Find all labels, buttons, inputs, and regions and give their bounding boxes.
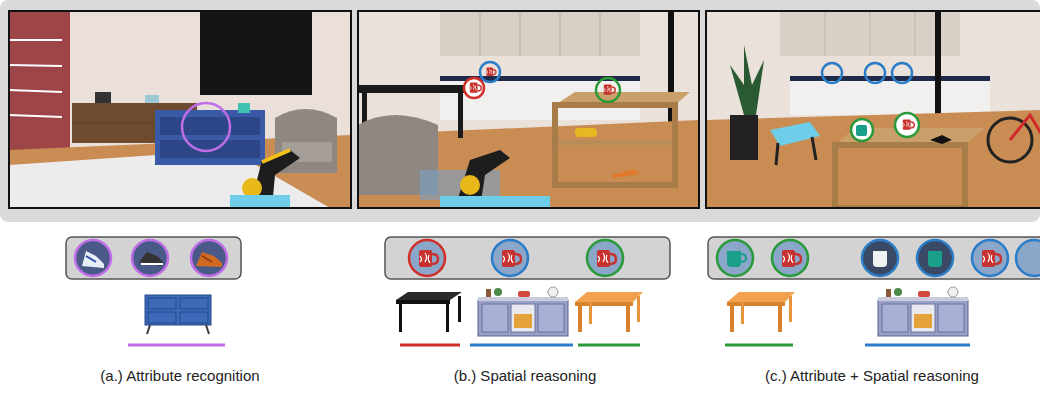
panel-caption: (b.) Spatial reasoning [454, 367, 597, 384]
panel-caption: (a.) Attribute recognition [100, 367, 259, 384]
panel-caption: (c.) Attribute + Spatial reasoning [765, 367, 979, 384]
